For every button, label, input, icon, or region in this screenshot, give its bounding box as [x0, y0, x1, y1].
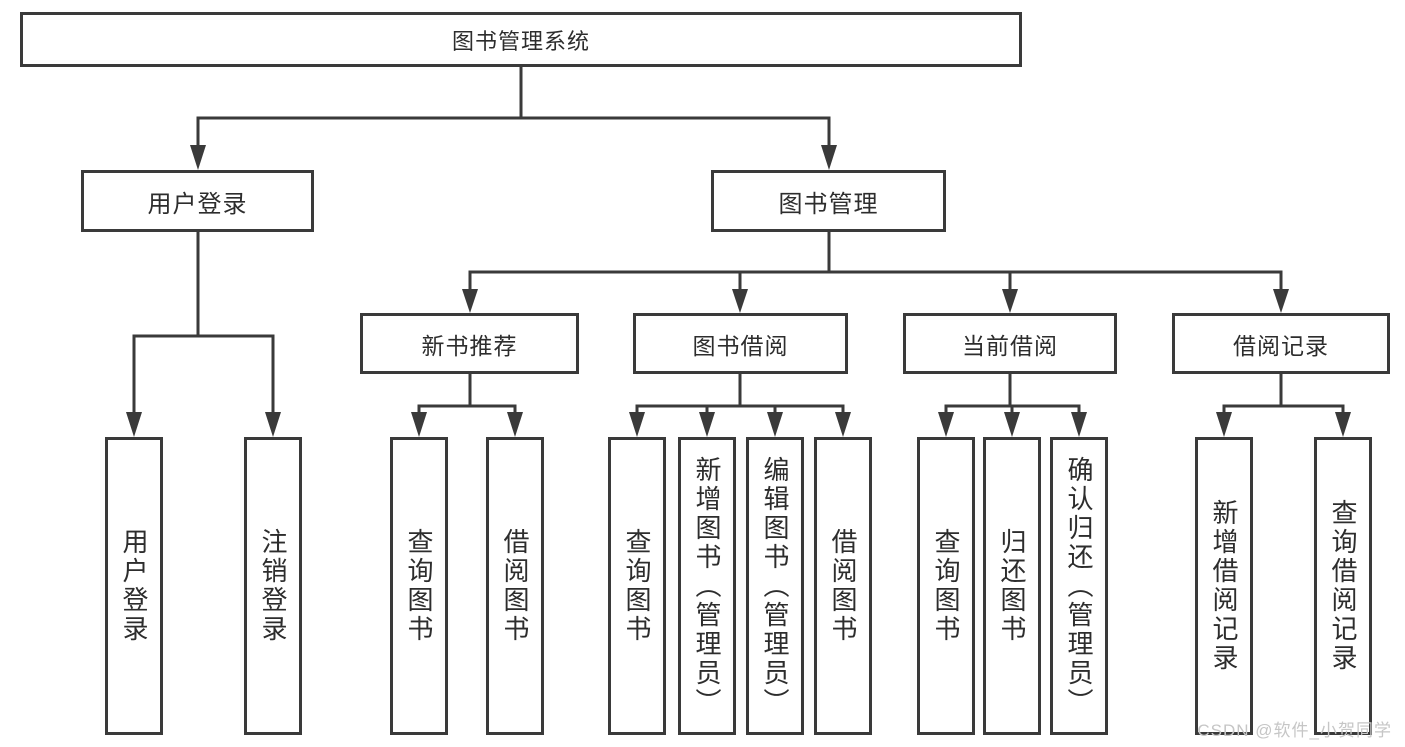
group-new-book-recommend: 新书推荐 [360, 313, 579, 374]
connector-book-management-to-groups [462, 230, 1289, 313]
node-label: 新增借阅记录 [1209, 499, 1239, 673]
leaf-user-login: 用户登录 [105, 437, 163, 735]
node-label: 图书借阅 [692, 332, 789, 359]
node-root-system: 图书管理系统 [20, 12, 1022, 67]
connector-book-borrow-to-leaves [629, 372, 851, 437]
leaf-cb-return-books: 归还图书 [983, 437, 1041, 735]
connector-borrow-records-to-leaves [1216, 372, 1351, 437]
node-label: 借阅记录 [1233, 332, 1329, 359]
node-label: 图书管理 [778, 190, 879, 218]
branch-book-management: 图书管理 [711, 170, 946, 232]
leaf-cb-query-books: 查询图书 [917, 437, 975, 735]
leaf-nb-borrow-books: 借阅图书 [486, 437, 544, 735]
connector-new-book-recommend-to-leaves [411, 372, 523, 437]
connector-current-borrow-to-leaves [938, 372, 1087, 437]
leaf-bb-add-book-admin: 新增图书（管理员） [678, 437, 736, 735]
node-label: 编辑图书（管理员） [760, 455, 790, 717]
node-label: 用户登录 [147, 190, 248, 218]
leaf-nb-query-books: 查询图书 [390, 437, 448, 735]
csdn-watermark: CSDN @软件_小贺同学 [1197, 721, 1392, 740]
group-book-borrow: 图书借阅 [633, 313, 848, 374]
node-label: 当前借阅 [962, 332, 1058, 359]
node-label: 借阅图书 [828, 528, 858, 644]
node-label: 用户登录 [119, 528, 149, 644]
leaf-bb-borrow-books: 借阅图书 [814, 437, 872, 735]
leaf-br-add-record: 新增借阅记录 [1195, 437, 1253, 735]
node-label: 新书推荐 [421, 332, 518, 359]
node-label: 注销登录 [258, 528, 288, 644]
leaf-br-query-record: 查询借阅记录 [1314, 437, 1372, 735]
node-label: 查询图书 [404, 528, 434, 644]
node-label: 查询图书 [931, 528, 961, 644]
branch-user-login: 用户登录 [81, 170, 314, 232]
group-current-borrow: 当前借阅 [903, 313, 1117, 374]
connector-root-to-branches [190, 65, 837, 170]
node-label: 新增图书（管理员） [692, 455, 722, 717]
leaf-cb-confirm-return-admin: 确认归还（管理员） [1050, 437, 1108, 735]
leaf-logout-login: 注销登录 [244, 437, 302, 735]
leaf-bb-query-books: 查询图书 [608, 437, 666, 735]
node-label: 查询图书 [622, 528, 652, 644]
node-label: 借阅图书 [500, 528, 530, 644]
leaf-bb-edit-book-admin: 编辑图书（管理员） [746, 437, 804, 735]
node-label: 归还图书 [997, 528, 1027, 644]
connector-user-login-to-leaves [126, 230, 281, 437]
group-borrow-records: 借阅记录 [1172, 313, 1390, 374]
node-label: 查询借阅记录 [1328, 499, 1358, 673]
node-label: 确认归还（管理员） [1064, 455, 1094, 717]
node-label: 图书管理系统 [451, 28, 590, 54]
